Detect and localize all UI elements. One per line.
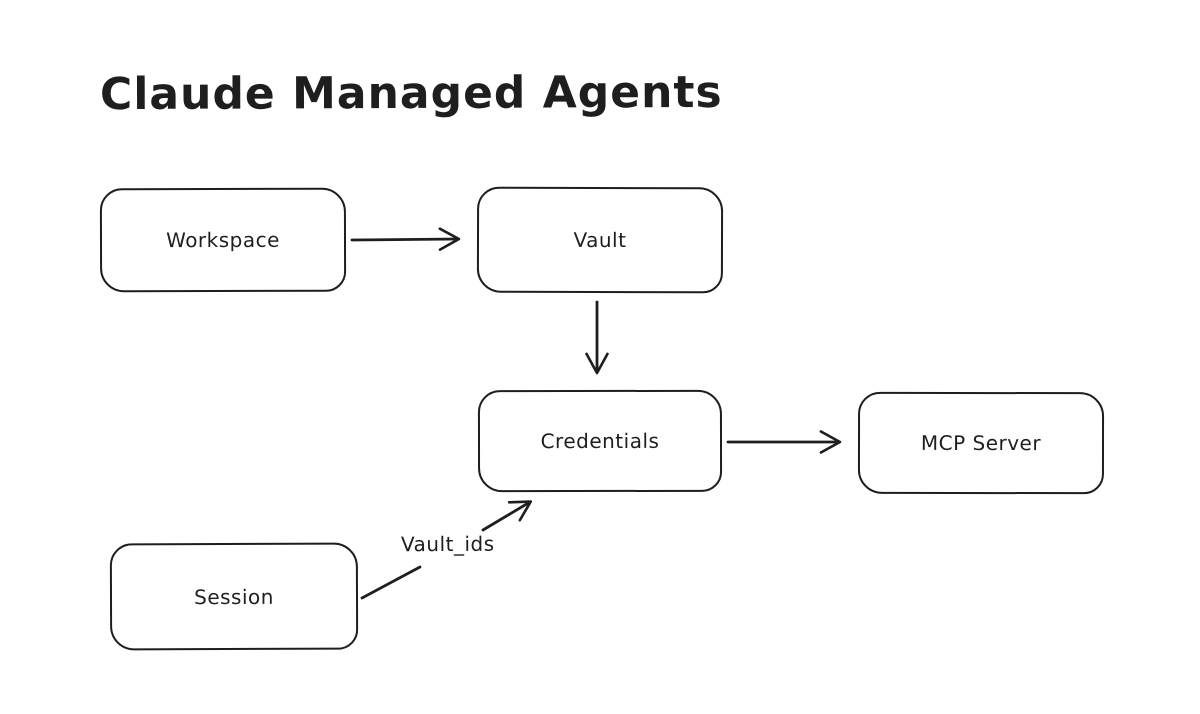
node-workspace-label: Workspace (166, 227, 280, 253)
arrow-session-to-credentials-head[interactable] (481, 500, 533, 532)
node-vault[interactable]: Vault (476, 186, 724, 294)
arrow-workspace-to-vault[interactable] (350, 227, 461, 251)
node-credentials[interactable]: Credentials (477, 389, 723, 493)
node-session-label: Session (194, 584, 274, 609)
node-credentials-label: Credentials (540, 428, 660, 454)
node-session[interactable]: Session (109, 542, 359, 651)
edge-label-vault-ids[interactable]: Vault_ids (397, 531, 498, 557)
node-mcp-server-label: MCP Server (920, 430, 1042, 456)
node-mcp-server[interactable]: MCP Server (857, 391, 1105, 495)
node-vault-label: Vault (573, 227, 627, 253)
arrow-session-to-credentials-tail[interactable] (360, 565, 422, 600)
node-workspace[interactable]: Workspace (99, 187, 347, 293)
